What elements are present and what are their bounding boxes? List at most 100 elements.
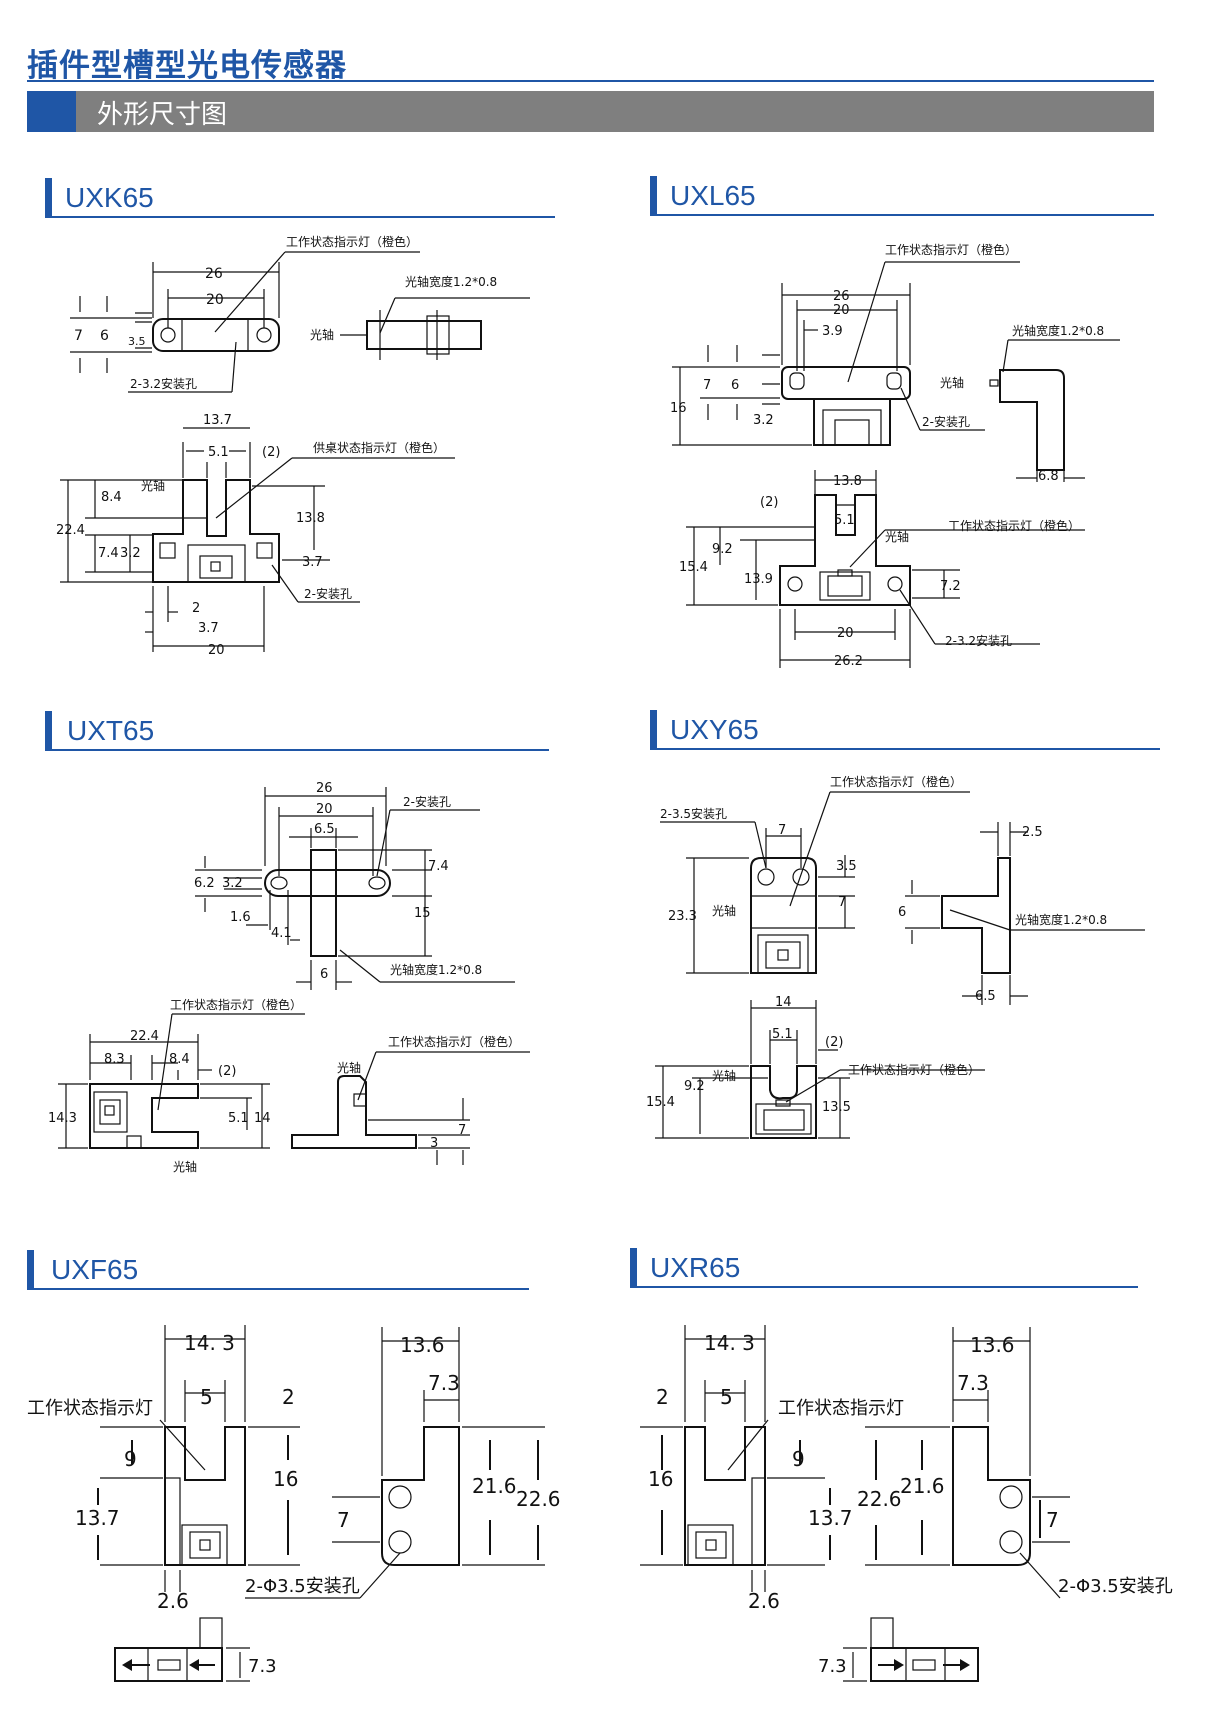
uxt65-dim: 22.4 [130, 1029, 159, 1044]
uxy65-dim: 6 [898, 905, 906, 920]
uxk65-dim: 2 [192, 601, 200, 616]
uxl65-front-view: 13.8 (2) 5.1 9.2 15.4 13.9 7.2 20 26.2 光… [679, 470, 1085, 669]
uxl65-indicator-label: 工作状态指示灯（橙色） [885, 242, 1017, 257]
uxy65-indicator-label: 工作状态指示灯（橙色） [830, 774, 962, 789]
section-rule [27, 1288, 529, 1290]
uxt65-dim: 6 [320, 967, 328, 982]
uxk65-dim: 8.4 [101, 490, 122, 505]
uxl65-dim: 6 [731, 378, 739, 393]
uxy65-shaft-label: 光轴 [712, 903, 736, 918]
uxy65-dim: 13.5 [822, 1100, 851, 1115]
section-rule [45, 216, 555, 218]
uxy65-front-view: 14 5.1 (2) 9.2 15.4 13.5 光轴 工作状态指示灯（橙色） [646, 995, 985, 1139]
banner-title: 外形尺寸图 [97, 100, 228, 130]
uxf65-dim: 21.6 [472, 1474, 517, 1498]
uxt65-dim: 6.2 [194, 876, 215, 891]
uxt65-dim: 26 [316, 781, 333, 796]
uxy65-dim: 6.5 [975, 989, 996, 1004]
uxk65-dim: 13.8 [296, 511, 325, 526]
section-title-uxt65: UXT65 [67, 715, 155, 746]
section-bar [630, 1248, 637, 1288]
uxt65-dim: 7.4 [428, 859, 449, 874]
uxl65-side-view: 光轴宽度1.2*0.8 6.8 [989, 323, 1120, 484]
uxy65-mount-label: 2-3.5安装孔 [660, 806, 727, 821]
uxk65-dim: 22.4 [56, 523, 85, 538]
uxl65-dim: 3.2 [753, 413, 774, 428]
uxk65-dim: 20 [206, 292, 224, 308]
uxt65-dim: 7 [458, 1123, 466, 1138]
uxk65-dim: 7 [74, 328, 83, 344]
uxr65-dim: 21.6 [900, 1474, 945, 1498]
uxy65-dim: 7 [778, 823, 786, 838]
uxr65-dim: 13.6 [970, 1333, 1015, 1357]
uxf65-indicator-label: 工作状态指示灯 [27, 1398, 153, 1419]
uxk65-shaft-width-label: 光轴宽度1.2*0.8 [405, 274, 497, 289]
uxy65-dim: 5.1 [772, 1027, 793, 1042]
uxy65-dim: 15.4 [646, 1095, 675, 1110]
uxt65-top-view: 26 20 6.5 7.4 6.2 3.2 15 1.6 4.1 6 2-安装孔… [194, 781, 515, 990]
uxt65-side-view: 7 3 工作状态指示灯（橙色） 光轴 [291, 1034, 530, 1165]
uxy65-front-top: 7 3.5 23.3 7 2-3.5安装孔 光轴 工作状态指示灯（橙色） [660, 774, 970, 974]
uxr65-dim: 9 [792, 1447, 805, 1471]
uxk65-dim: 7.4 [98, 546, 119, 561]
uxk65-dim: 6 [100, 328, 109, 344]
uxk65-dim: 20 [208, 643, 225, 658]
uxf65-front-view: 14. 3 5 2 9 16 13.7 2.6 工作状态指示灯 [27, 1325, 300, 1613]
uxy65-indicator-label: 工作状态指示灯（橙色） [848, 1062, 980, 1077]
uxr65-dim: 22.6 [857, 1487, 902, 1511]
section-bar [650, 176, 657, 216]
uxk65-dim: 3.5 [128, 335, 146, 348]
banner-accent [27, 91, 76, 132]
uxl65-shaft-label: 光轴 [940, 375, 964, 390]
uxf65-side-view: 13.6 7.3 21.6 22.6 7 2-Φ3.5安装孔 [245, 1327, 561, 1599]
uxk65-front-view: 13.7 5.1 (2) 8.4 22.4 13.8 7.4 3.2 3.7 2… [56, 413, 455, 658]
uxl65-mount-label: 2-安装孔 [922, 414, 970, 429]
uxl65-dim: 6.8 [1038, 469, 1059, 484]
uxt65-shaft-label: 光轴 [337, 1060, 361, 1075]
uxt65-dim: 8.3 [104, 1052, 125, 1067]
uxl65-dim: (2) [760, 495, 778, 510]
section-rule [45, 749, 549, 751]
uxk65-shaft-label: 光轴 [141, 478, 165, 493]
section-title-uxk65: UXK65 [65, 182, 154, 213]
uxk65-mount-label: 2-安装孔 [304, 586, 352, 601]
uxt65-mount-label: 2-安装孔 [403, 794, 451, 809]
uxf65-dim: 16 [273, 1467, 298, 1491]
uxr65-dim: 7.3 [957, 1371, 989, 1395]
uxk65-dim: 3.7 [198, 621, 219, 636]
uxf65-dim: 7.3 [428, 1371, 460, 1395]
uxf65-dim: 5 [200, 1385, 213, 1409]
uxf65-bottom-view: 7.3 [114, 1617, 277, 1682]
section-bar [45, 711, 52, 751]
uxl65-dim: 3.9 [822, 324, 843, 339]
uxl65-dim: 26.2 [834, 654, 863, 669]
uxl65-dim: 15.4 [679, 560, 708, 575]
uxy65-dim: 2.5 [1022, 825, 1043, 840]
section-title-uxf65: UXF65 [51, 1254, 139, 1285]
uxy65-dim: 7 [838, 895, 846, 910]
section-rule [630, 1286, 1138, 1288]
uxy65-shaft-width-label: 光轴宽度1.2*0.8 [1015, 912, 1107, 927]
uxr65-indicator-label: 工作状态指示灯 [778, 1398, 904, 1419]
uxl65-shaft-label: 光轴 [885, 529, 909, 544]
uxr65-dim: 5 [720, 1385, 733, 1409]
uxy65-dim: 14 [775, 995, 792, 1010]
uxl65-dim: 26 [833, 289, 850, 304]
title-rule [27, 80, 1154, 82]
uxl65-dim: 9.2 [712, 542, 733, 557]
uxt65-dim: 1.6 [230, 910, 251, 925]
uxt65-dim: 3 [430, 1136, 438, 1151]
uxl65-dim: 7 [703, 378, 711, 393]
uxt65-dim: 14 [254, 1111, 271, 1126]
section-rule [650, 748, 1160, 750]
uxt65-dim: 8.4 [169, 1052, 190, 1067]
uxt65-dim: 6.5 [314, 822, 335, 837]
uxl65-top-view: 26 20 3.9 7 6 16 3.2 工作状态指示灯（橙色） 光轴 2-安装… [670, 242, 1020, 446]
uxf65-dim: 7 [337, 1508, 350, 1532]
section-bar [650, 710, 657, 750]
uxr65-dim: 2.6 [748, 1589, 780, 1613]
